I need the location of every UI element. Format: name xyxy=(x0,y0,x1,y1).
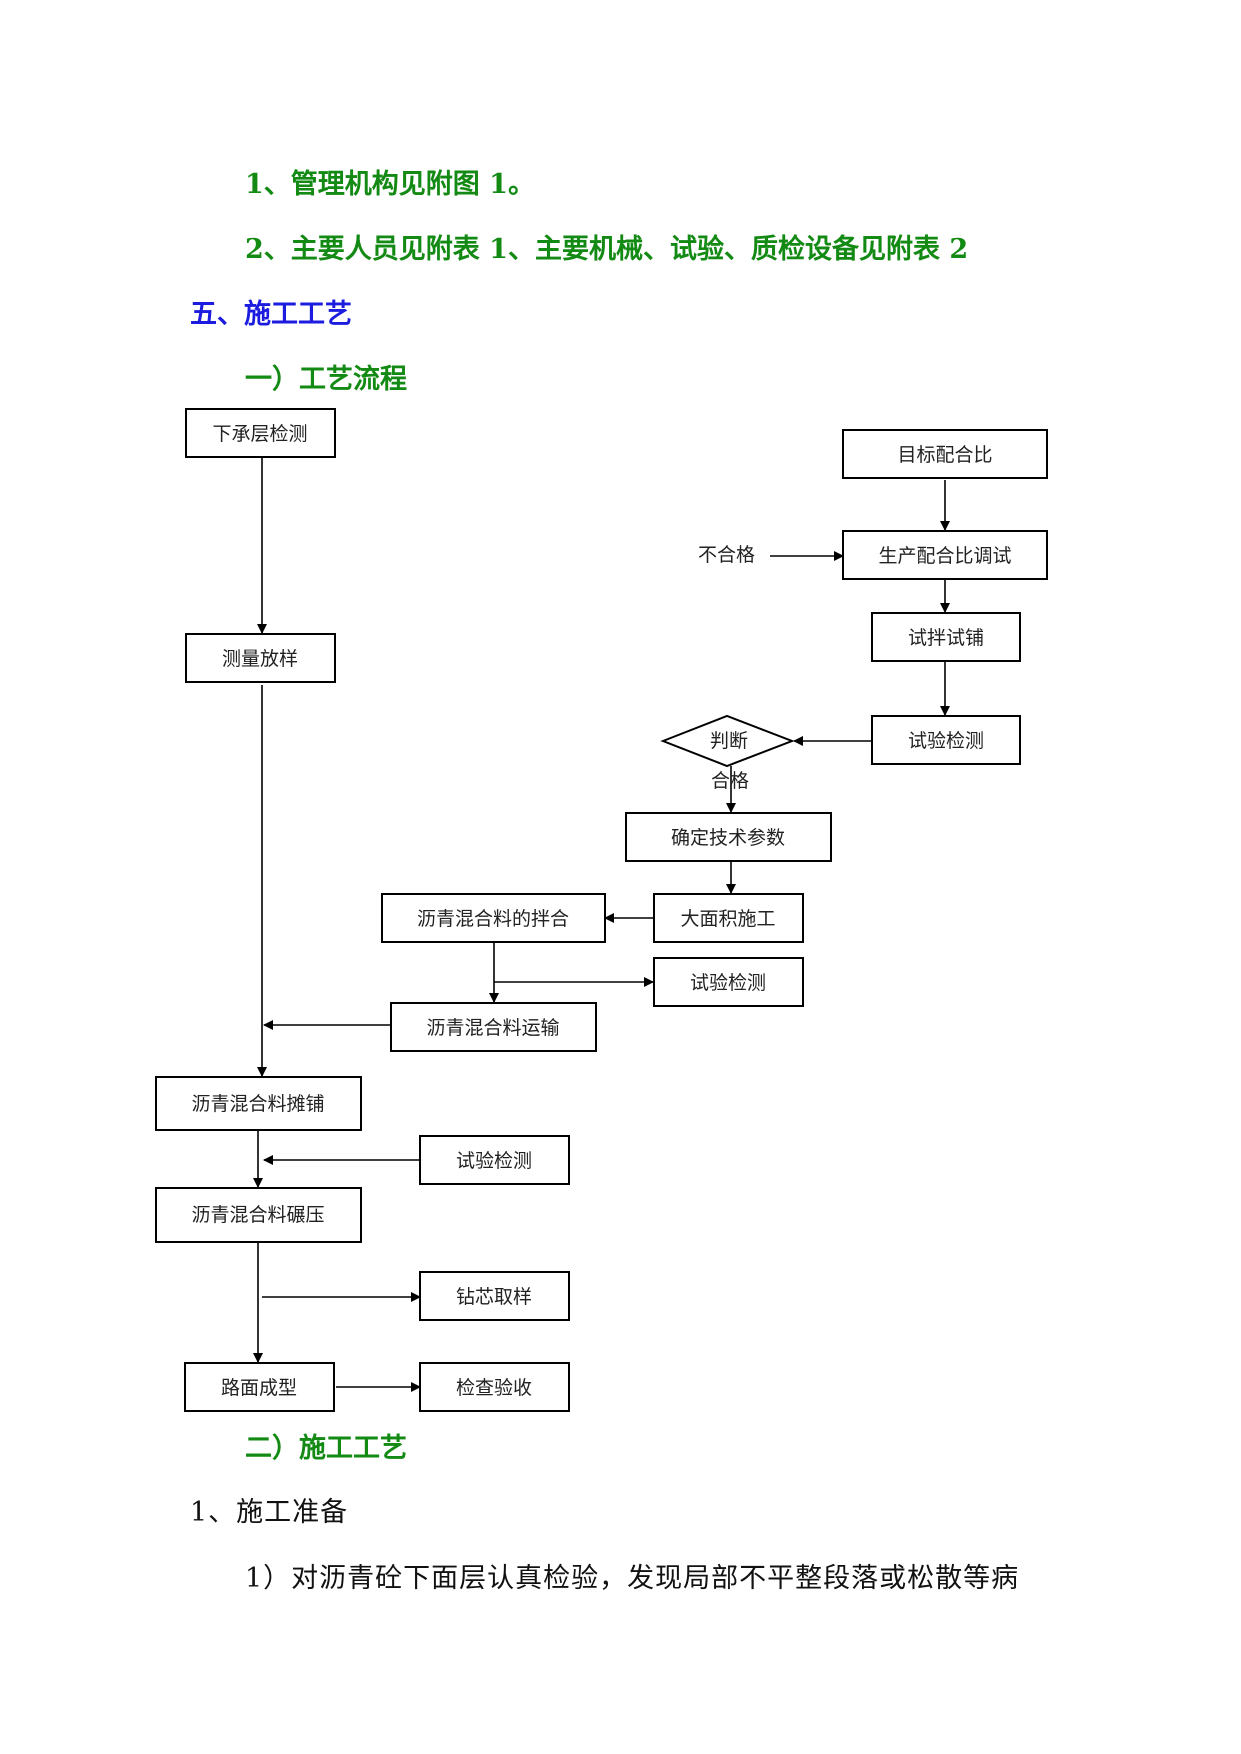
svg-text:确定技术参数: 确定技术参数 xyxy=(671,827,785,849)
node-judgement-diamond: 判断 xyxy=(660,714,795,768)
node-asphalt-paving: 沥青混合料摊铺 xyxy=(155,1076,362,1131)
svg-text:检查验收: 检查验收 xyxy=(456,1377,532,1399)
svg-text:试验检测: 试验检测 xyxy=(908,730,984,752)
svg-text:沥青混合料碾压: 沥青混合料碾压 xyxy=(191,1204,324,1226)
svg-text:沥青混合料摊铺: 沥青混合料摊铺 xyxy=(191,1093,324,1115)
subsection-title-process-flow: 一）工艺流程 xyxy=(245,364,407,395)
heading-item-2: 2、主要人员见附表 1、主要机械、试验、质检设备见附表 2 xyxy=(245,234,969,265)
section-title: 五、施工工艺 xyxy=(190,299,352,330)
svg-text:沥青混合料运输: 沥青混合料运输 xyxy=(426,1017,559,1039)
node-survey-setout: 测量放样 xyxy=(185,633,336,683)
node-asphalt-transport: 沥青混合料运输 xyxy=(390,1002,597,1052)
svg-text:路面成型: 路面成型 xyxy=(221,1377,297,1399)
svg-text:目标配合比: 目标配合比 xyxy=(897,444,992,466)
node-test-inspection-2: 试验检测 xyxy=(653,957,804,1007)
svg-text:沥青混合料的拌合: 沥青混合料的拌合 xyxy=(417,908,569,930)
label-unqualified: 不合格 xyxy=(698,544,755,566)
node-asphalt-rolling: 沥青混合料碾压 xyxy=(155,1187,362,1243)
svg-text:测量放样: 测量放样 xyxy=(222,648,298,670)
svg-text:大面积施工: 大面积施工 xyxy=(680,908,775,930)
item-title-preparation: 1、施工准备 xyxy=(190,1497,349,1528)
node-trial-mix-paving: 试拌试铺 xyxy=(871,612,1021,662)
svg-text:试拌试铺: 试拌试铺 xyxy=(908,627,984,649)
node-large-area-construction: 大面积施工 xyxy=(653,893,804,943)
svg-text:判断: 判断 xyxy=(710,730,748,752)
node-test-inspection-3: 试验检测 xyxy=(419,1135,570,1185)
heading-item-1: 1、管理机构见附图 1。 xyxy=(245,169,535,200)
svg-text:试验检测: 试验检测 xyxy=(690,972,766,994)
node-underlayer-inspection: 下承层检测 xyxy=(185,408,336,458)
node-target-mix: 目标配合比 xyxy=(842,429,1048,479)
svg-text:试验检测: 试验检测 xyxy=(456,1150,532,1172)
node-pavement-formed: 路面成型 xyxy=(184,1362,335,1412)
node-core-sampling: 钻芯取样 xyxy=(419,1271,570,1321)
node-inspection-acceptance: 检查验收 xyxy=(419,1362,570,1412)
svg-text:下承层检测: 下承层检测 xyxy=(212,423,307,445)
svg-text:生产配合比调试: 生产配合比调试 xyxy=(878,545,1011,567)
paragraph-text: 1）对沥青砼下面层认真检验，发现局部不平整段落或松散等病 xyxy=(245,1563,1020,1594)
subsection-title-construction-process: 二）施工工艺 xyxy=(245,1433,407,1464)
label-qualified: 合格 xyxy=(711,770,749,792)
svg-text:钻芯取样: 钻芯取样 xyxy=(456,1286,532,1308)
node-determine-parameters: 确定技术参数 xyxy=(625,812,832,862)
flow-connectors xyxy=(253,458,950,1392)
node-test-inspection-1: 试验检测 xyxy=(871,715,1021,765)
node-asphalt-mixing: 沥青混合料的拌合 xyxy=(381,893,606,943)
node-production-mix-debug: 生产配合比调试 xyxy=(842,530,1048,580)
